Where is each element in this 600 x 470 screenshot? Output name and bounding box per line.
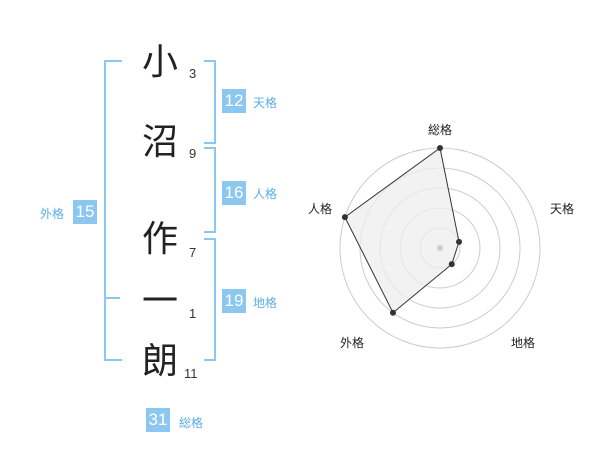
- name-char-1: 小: [141, 42, 178, 83]
- bracket-jinkaku: [204, 147, 216, 233]
- stroke-count-5: 11: [184, 366, 198, 381]
- radar-point-3: [448, 261, 455, 268]
- soukaku-value: 31: [146, 408, 170, 432]
- name-char-5: 朗: [141, 341, 178, 382]
- radar-point-5: [341, 214, 348, 221]
- radar-series-polygon: [344, 147, 460, 314]
- name-char-4: 一: [141, 281, 178, 322]
- axis-label-tenkaku: 天格: [550, 202, 575, 216]
- bracket-chikaku: [204, 238, 216, 361]
- gaikaku-label: 外格: [40, 207, 65, 221]
- radar-svg: [339, 145, 541, 349]
- radar-center-dot: [437, 245, 443, 251]
- gaikaku-value: 15: [73, 200, 97, 224]
- jinkaku-value: 16: [222, 181, 246, 205]
- stroke-count-3: 7: [189, 245, 197, 260]
- soukaku-label: 総格: [179, 416, 204, 430]
- axis-label-jinkaku: 人格: [308, 202, 333, 216]
- stroke-count-4: 1: [189, 306, 197, 321]
- chikaku-label: 地格: [253, 296, 278, 310]
- bracket-tenkaku: [204, 60, 216, 144]
- name-char-3: 作: [141, 219, 178, 260]
- name-char-2: 沼: [141, 122, 178, 163]
- axis-label-soukaku: 総格: [428, 123, 453, 137]
- tenkaku-label: 天格: [253, 96, 278, 110]
- axis-label-gaikaku: 外格: [340, 336, 365, 350]
- axis-label-chikaku: 地格: [511, 336, 536, 350]
- radar-point-4: [389, 309, 396, 316]
- stroke-count-2: 9: [189, 146, 197, 161]
- radar-point-1: [437, 145, 443, 151]
- jinkaku-label: 人格: [253, 187, 278, 201]
- tenkaku-value: 12: [222, 89, 246, 113]
- radar-chart: 総格 天格 地格 外格 人格: [300, 110, 590, 360]
- chikaku-value: 19: [222, 289, 246, 313]
- stroke-count-1: 3: [189, 66, 197, 81]
- radar-point-2: [456, 238, 463, 245]
